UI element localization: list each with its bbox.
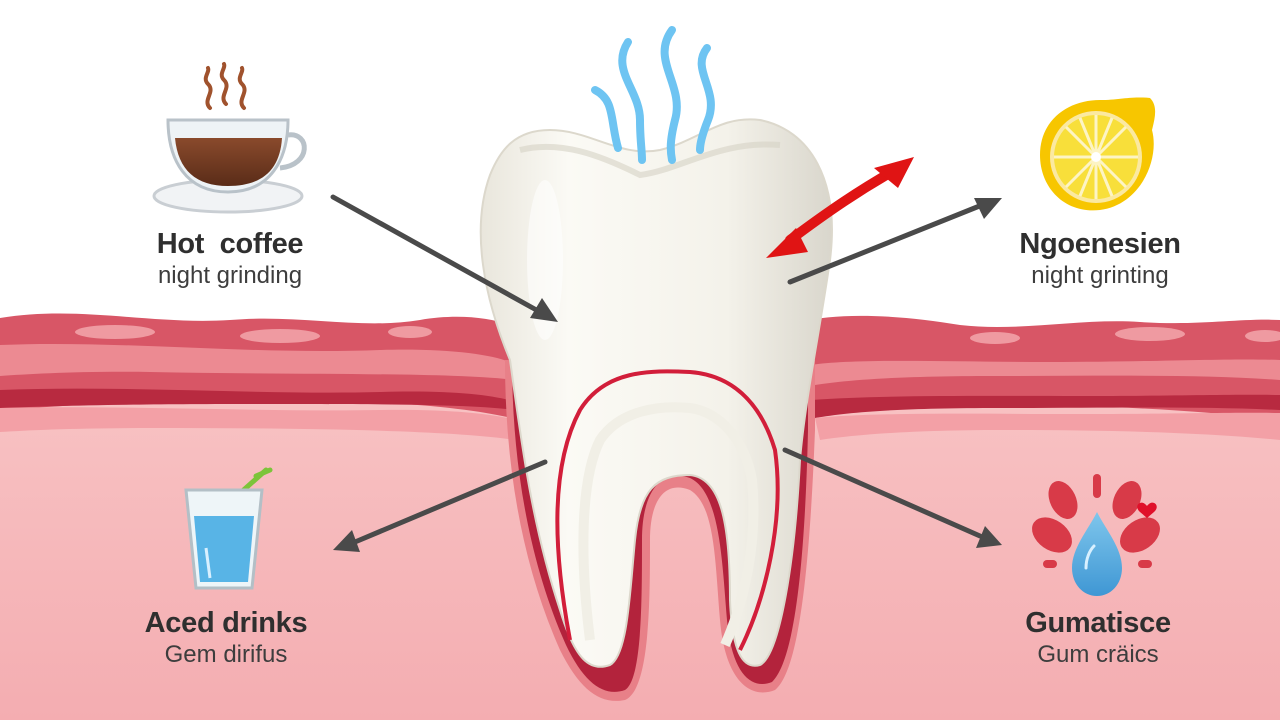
label-top-left: Hot coffee night grinding — [120, 227, 340, 291]
label-title: Aced drinks — [144, 607, 308, 639]
label-title: Ngoenesien — [1019, 228, 1181, 260]
lemon-slice-icon — [1040, 97, 1156, 211]
label-subtitle: Gem dirifus — [164, 641, 288, 668]
arrows — [330, 157, 1002, 552]
label-subtitle: Gum cräics — [1037, 641, 1159, 668]
label-subtitle: night grinting — [1031, 262, 1169, 289]
label-bottom-left: Aced drinks Gem dirifus — [116, 606, 336, 670]
label-bottom-right: Gumatisce Gum cräics — [988, 606, 1208, 670]
arrow-tooth-to-drink — [333, 459, 548, 552]
label-title: Gumatisce — [1025, 607, 1171, 639]
cold-wave-icon — [591, 26, 715, 164]
arrow-tooth-to-gum — [782, 447, 1002, 548]
arrow-tooth-to-lemon — [787, 198, 1002, 285]
arrow-coffee-to-tooth — [330, 194, 558, 322]
label-subtitle: night grinding — [157, 262, 303, 289]
glass-with-straw-icon — [184, 467, 273, 590]
label-top-right: Ngoenesien night grinting — [990, 227, 1210, 291]
tooth — [479, 118, 833, 668]
water-drop-burst-icon — [1032, 474, 1160, 596]
label-title: Hot coffee — [156, 228, 304, 260]
red-double-arrow — [766, 157, 914, 258]
coffee-cup-icon — [152, 62, 307, 214]
